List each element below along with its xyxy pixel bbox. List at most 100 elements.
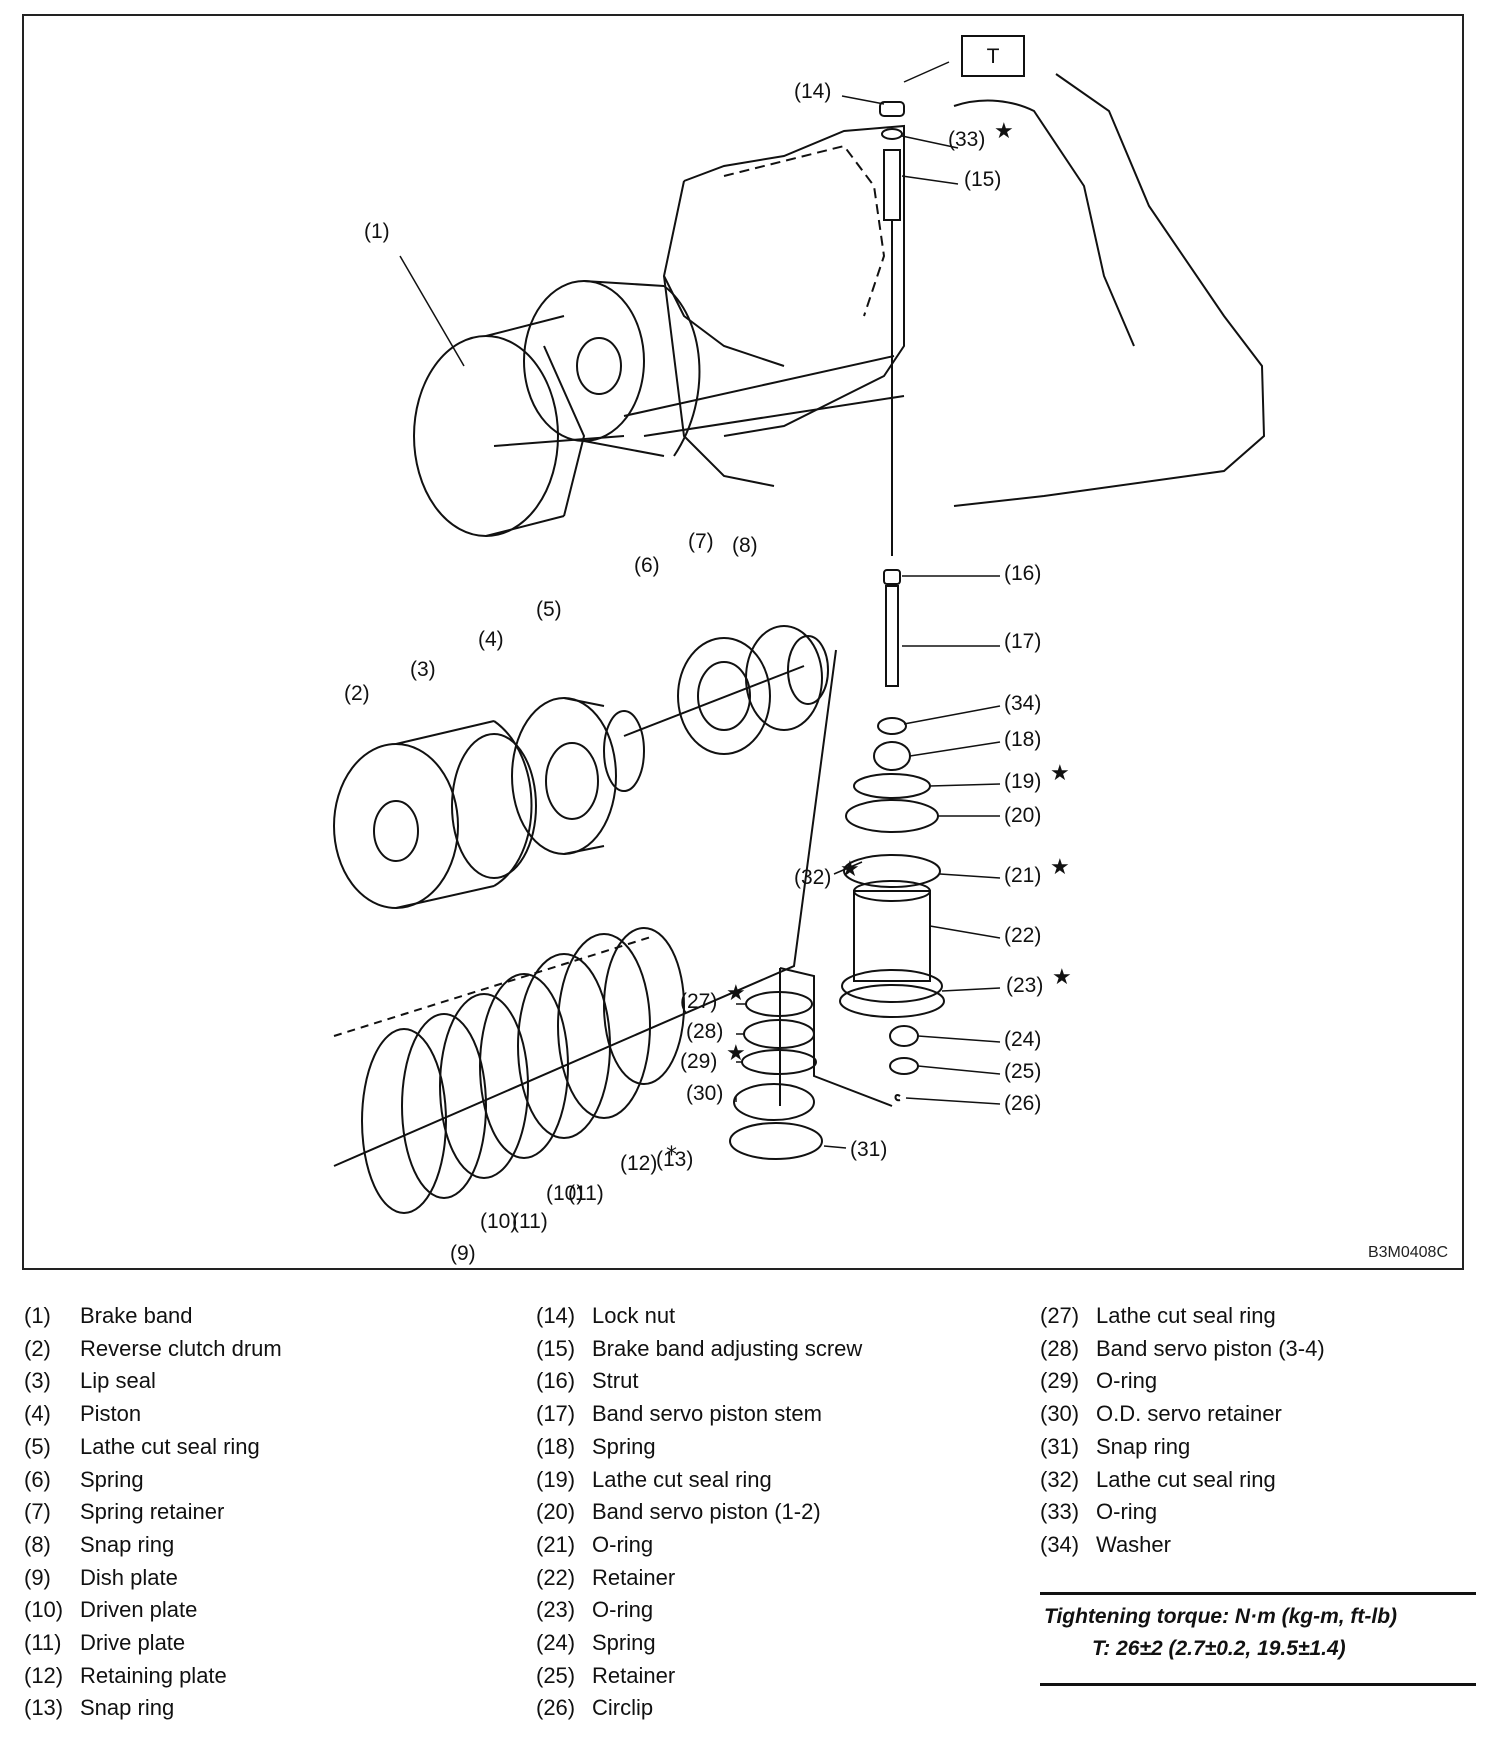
- legend-item-name: Retainer: [592, 1564, 676, 1590]
- legend-item-number: (7): [24, 1499, 51, 1525]
- legend-item: (12) Retaining plate: [24, 1660, 227, 1692]
- legend-item-number: (14): [536, 1303, 576, 1328]
- legend-item: (20) Band servo piston (1-2): [536, 1496, 821, 1528]
- legend-item-name: Spring: [592, 1630, 656, 1655]
- legend-item: (19)Lathe cut seal ring: [536, 1464, 772, 1496]
- legend-item-name: Drive plate: [80, 1630, 186, 1655]
- legend-item: (16)Strut: [536, 1365, 638, 1397]
- callout-label: (29): [680, 1050, 717, 1073]
- legend-item: (26)Circlip: [536, 1692, 653, 1724]
- legend-item-name: Lathe cut seal ring: [592, 1466, 772, 1492]
- legend-item-name: Spring: [592, 1433, 656, 1459]
- callout-label: (23): [1006, 974, 1043, 997]
- callout-label: (30): [686, 1082, 723, 1105]
- legend-item-name: Band servo piston (3-4): [1096, 1335, 1325, 1361]
- callout-label: (22): [1004, 924, 1041, 947]
- legend-item: (13)Snap ring: [24, 1692, 174, 1724]
- callout-label: (26): [1004, 1092, 1041, 1115]
- legend-item: (10) Driven plate: [24, 1594, 197, 1626]
- legend-item-name: Strut: [592, 1368, 639, 1394]
- torque-value: T: 26±2 (2.7±0.2, 19.5±1.4): [1092, 1637, 1346, 1660]
- adjusting-screw-stack: [879, 101, 905, 556]
- star-icon: ★: [726, 981, 746, 1006]
- legend-item: (33)O-ring: [1040, 1496, 1157, 1528]
- leader-lines: [399, 61, 1001, 1149]
- torque-note: Tightening torque: N·m (kg-m, ft-lb) T: …: [1040, 1592, 1476, 1686]
- callout-label: (27): [680, 990, 717, 1013]
- legend-item-number: (12): [24, 1662, 64, 1688]
- legend-item: (22)Retainer: [536, 1562, 675, 1594]
- legend-item-name: Driven plate: [80, 1597, 198, 1623]
- legend-item: (32)Lathe cut seal ring: [1040, 1464, 1276, 1496]
- legend-item-number: (27): [1040, 1303, 1080, 1328]
- legend-item-name: Snap ring: [80, 1531, 175, 1557]
- legend-item-number: (33): [1040, 1499, 1080, 1525]
- star-icon: ★: [726, 1041, 746, 1066]
- callout-label: (32): [794, 866, 831, 889]
- reverse-clutch-drum: [333, 720, 533, 909]
- legend-item-name: Piston: [80, 1401, 142, 1427]
- legend-item-number: (15): [536, 1335, 576, 1361]
- callout-label: (18): [1004, 728, 1041, 751]
- legend-item: (29)O-ring: [1040, 1365, 1157, 1397]
- legend-item-name: Lock nut: [592, 1303, 676, 1328]
- exploded-view-figure: T(14)(33)★(15)(1)(16)(17)(7)(8)(6)(5)(4)…: [22, 14, 1464, 1270]
- legend-item-number: (20): [536, 1499, 576, 1525]
- callout-label: (20): [1004, 804, 1041, 827]
- legend-item: (5) Lathe cut seal ring: [24, 1431, 260, 1463]
- callout-label: (21): [1004, 864, 1041, 887]
- legend-item-name: Reverse clutch drum: [80, 1335, 282, 1361]
- callout-label: (7): [688, 530, 714, 553]
- legend-item-name: Band servo piston stem: [592, 1401, 822, 1427]
- legend-item: (31)Snap ring: [1040, 1431, 1190, 1463]
- callout-label: (11): [568, 1182, 604, 1205]
- legend-item-name: O.D. servo retainer: [1096, 1401, 1282, 1427]
- legend-item-number: (9): [24, 1564, 51, 1590]
- torque-tag-box: [961, 35, 1025, 77]
- callout-label: (12): [620, 1152, 657, 1175]
- legend-item: (30) O.D. servo retainer: [1040, 1398, 1282, 1430]
- callout-label: (2): [344, 682, 370, 705]
- legend-item-name: O-ring: [592, 1597, 654, 1623]
- torque-tag-label: T: [987, 45, 1000, 68]
- callout-label: (34): [1004, 692, 1041, 715]
- legend-item-name: Retainer: [592, 1662, 676, 1688]
- od-servo-drawing: [729, 967, 893, 1160]
- legend-item-number: (5): [24, 1433, 51, 1459]
- exploded-view-drawing: T(14)(33)★(15)(1)(16)(17)(7)(8)(6)(5)(4)…: [333, 35, 1266, 1265]
- legend-item-name: Brake band: [80, 1303, 193, 1328]
- legend-item-number: (26): [536, 1695, 576, 1721]
- legend-item-name: Lathe cut seal ring: [80, 1433, 260, 1459]
- clutch-plate-stack: [333, 927, 685, 1214]
- legend-item: (28)Band servo piston (3-4): [1040, 1333, 1325, 1365]
- lathe-cut-seal-drawing: [603, 710, 645, 792]
- callout-label: (11): [512, 1210, 548, 1233]
- legend-item-number: (30): [1040, 1401, 1080, 1427]
- legend-item-name: Snap ring: [80, 1695, 175, 1721]
- transmission-case: [662, 73, 1266, 507]
- lip-seal-drawing: [451, 733, 537, 879]
- legend-item-name: Retaining plate: [80, 1662, 227, 1688]
- reverse-clutch-drum-upper: [523, 280, 905, 457]
- legend-item-name: Dish plate: [80, 1564, 178, 1590]
- legend-item: (34)Washer: [1040, 1529, 1171, 1561]
- legend-item: (6) Spring: [24, 1464, 144, 1496]
- legend-item-number: (31): [1040, 1433, 1080, 1459]
- legend-item-name: Brake band adjusting screw: [592, 1335, 863, 1361]
- legend-item-name: Spring: [80, 1466, 144, 1492]
- legend-item: (1)Brake band: [24, 1300, 193, 1332]
- legend-item-number: (8): [24, 1531, 51, 1557]
- legend-item-number: (6): [24, 1466, 51, 1492]
- callout-label: (10): [480, 1210, 517, 1233]
- callout-label: (19): [1004, 770, 1041, 793]
- callout-label: (24): [1004, 1028, 1041, 1051]
- legend-item: (14) Lock nut: [536, 1300, 675, 1332]
- legend-item-name: O-ring: [592, 1531, 654, 1557]
- spring-pack-drawing: [623, 637, 805, 755]
- legend-item-number: (10): [24, 1597, 64, 1623]
- legend-item-name: Band servo piston (1-2): [592, 1499, 821, 1525]
- star-icon: ★: [1050, 855, 1070, 880]
- callout-label: (33): [948, 128, 985, 151]
- callout-label: (14): [794, 80, 831, 103]
- star-icon: ★: [1052, 965, 1072, 990]
